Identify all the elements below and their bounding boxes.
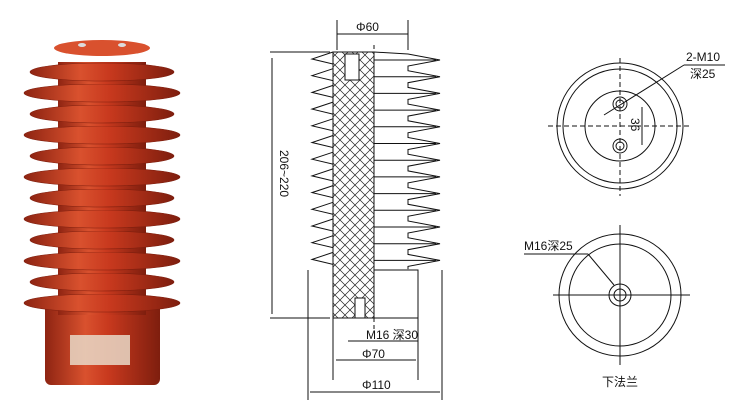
photo-top-cap [54, 40, 150, 56]
dim-top-diameter: Φ60 [356, 20, 379, 34]
section-view [270, 20, 443, 400]
photo-shed [23, 83, 181, 103]
photo-shed [23, 251, 181, 271]
insulator-photo [23, 40, 181, 385]
base-outline [373, 269, 419, 319]
photo-shed [29, 188, 175, 208]
photo-shed [29, 62, 175, 82]
photo-shed [29, 272, 175, 292]
top-hole-depth: 深25 [690, 67, 716, 81]
photo-top-hole [78, 43, 86, 47]
top-hole-label: 2-M10 [686, 50, 720, 64]
hatched-core [332, 51, 375, 319]
photo-shed [23, 209, 181, 229]
shed-profile-left [310, 51, 334, 270]
top-insert [344, 53, 360, 81]
bottom-hole-label: M16深25 [524, 239, 573, 253]
shed-profile-right [373, 51, 441, 270]
dim-shed-diameter: Φ110 [362, 378, 391, 392]
top-view [548, 58, 725, 196]
bottom-insert [354, 297, 366, 319]
leader-line [603, 64, 685, 116]
dim-bottom-thread: M16 深30 [366, 328, 418, 342]
dim-base-diameter: Φ70 [362, 347, 385, 361]
bottom-view [524, 225, 690, 365]
photo-shed [29, 104, 175, 124]
hole-spacing: 36 [628, 118, 642, 132]
photo-nameplate [70, 335, 130, 365]
bottom-caption: 下法兰 [602, 375, 638, 389]
photo-shed [23, 293, 181, 313]
photo-shed [29, 146, 175, 166]
photo-shed [23, 167, 181, 187]
leader-line [587, 253, 615, 286]
photo-shed [23, 125, 181, 145]
dim-height: 206~220 [277, 150, 291, 197]
photo-top-hole [118, 43, 126, 47]
photo-shed [29, 230, 175, 250]
